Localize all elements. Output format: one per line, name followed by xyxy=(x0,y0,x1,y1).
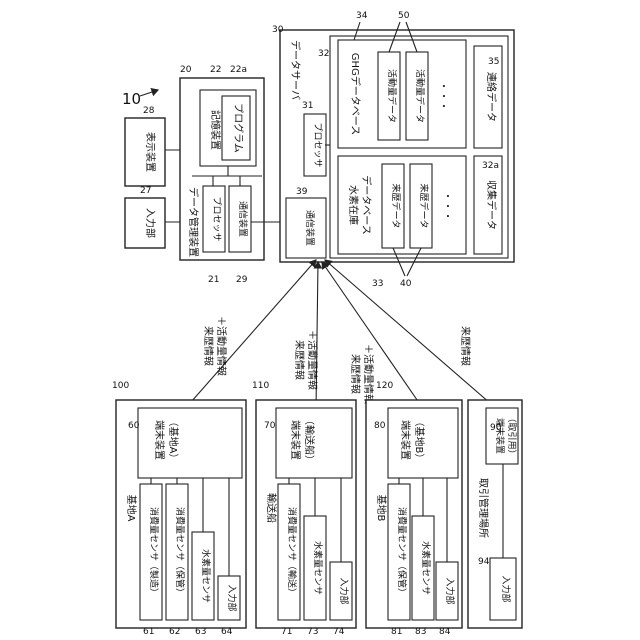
base-a-sensor-63-ref: 63 xyxy=(195,627,206,637)
terminal-a-label-2: （基地A） xyxy=(167,417,180,464)
figure-ref-10: 10 xyxy=(122,90,141,108)
activity-data-label-1: 活動量データ xyxy=(386,69,398,123)
server-comm-ref: 39 xyxy=(296,187,308,197)
hydrogen-database-label-2: データベース xyxy=(360,175,373,235)
activity-data-label-2: 活動量データ xyxy=(414,69,426,123)
terminal-ship-label-1: 端末装置 xyxy=(289,420,302,460)
trade-input-ref: 94 xyxy=(478,557,490,567)
data-management-ref: 20 xyxy=(180,65,192,75)
ship-ref: 110 xyxy=(252,381,269,391)
base-b-sensor-83-label: 水素量センサ xyxy=(420,541,432,595)
base-b-link-label-1: 来歴情報 xyxy=(349,354,362,394)
base-b-sensor-81-ref: 81 xyxy=(391,627,402,637)
activity-data-ellipsis: ・・・ xyxy=(437,81,448,111)
terminal-ship-ref: 70 xyxy=(264,421,276,431)
ship-input-ref: 74 xyxy=(333,627,345,637)
terminal-a-label-1: 端末装置 xyxy=(153,420,166,460)
ghg-database-label: GHGデータベース xyxy=(349,53,362,136)
base-a-sensor-61-ref: 61 xyxy=(143,627,154,637)
ship-sensor-73-label: 水素量センサ xyxy=(312,541,324,595)
base-a-input-label: 入力部 xyxy=(226,584,238,611)
trade-link-label: 来歴情報 xyxy=(459,326,472,366)
server-processor-label: プロセッサ xyxy=(312,122,323,167)
base-a-ref: 100 xyxy=(112,381,129,391)
base-a-sensor-61-label: 消費量センサ（製造） xyxy=(148,507,160,597)
history-data-label-2: 来歴データ xyxy=(418,183,430,228)
collected-data-label: 収集データ xyxy=(485,180,498,230)
trade-location-label: 取引管理場所 xyxy=(477,478,490,538)
terminal-b-ref: 80 xyxy=(374,421,386,431)
base-b-ref: 120 xyxy=(376,381,393,391)
program-label: プログラム xyxy=(232,103,245,153)
base-a-sensor-62-label: 消費量センサ（保管） xyxy=(174,507,186,597)
ship-input-label: 入力部 xyxy=(338,577,350,604)
dm-comm-ref: 29 xyxy=(236,275,248,285)
ship-link-label-2: ＋活動量情報 xyxy=(306,330,319,390)
contact-data-ref: 35 xyxy=(488,57,499,67)
base-b-input-ref: 84 xyxy=(439,627,451,637)
base-a-label: 基地A xyxy=(125,495,138,522)
ship-sensor-71-label: 消費量センサ（輸送） xyxy=(286,507,298,597)
ghg-database-ref: 34 xyxy=(356,11,368,21)
ship-sensor-73-ref: 73 xyxy=(307,627,318,637)
base-b-link-label-2: ＋活動量情報 xyxy=(362,344,375,404)
data-server-label: データサーバ xyxy=(289,40,302,100)
history-data-ellipsis: ・・・ xyxy=(441,191,452,221)
terminal-ship-label-2: （輸送船） xyxy=(303,415,316,465)
base-a-sensor-63-label: 水素量センサ xyxy=(200,549,212,603)
terminal-a-ref: 60 xyxy=(128,421,140,431)
dm-processor-label: プロセッサ xyxy=(211,196,222,241)
terminal-trade-ref: 90 xyxy=(490,423,502,433)
base-a-link-label-1: 来歴情報 xyxy=(202,326,215,366)
ship-link-label-1: 来歴情報 xyxy=(293,340,306,380)
base-b-sensor-83-ref: 83 xyxy=(415,627,426,637)
terminal-b-label-2: （基地B） xyxy=(413,417,426,464)
storage-ref: 22 xyxy=(210,65,221,75)
storage-label: 記憶装置 xyxy=(209,110,222,150)
hydrogen-database-label-1: 水素在庫 xyxy=(347,185,360,225)
ship-sensor-71-ref: 71 xyxy=(281,627,292,637)
contact-data-label: 連絡データ xyxy=(485,72,498,122)
base-a-link-label-2: ＋活動量情報 xyxy=(215,316,228,376)
collected-data-ref: 32a xyxy=(482,161,499,171)
program-ref: 22a xyxy=(230,65,247,75)
server-storage-ref: 32 xyxy=(318,49,329,59)
server-processor-ref: 31 xyxy=(302,101,313,111)
base-b-label: 基地B xyxy=(375,495,388,522)
trade-input-label: 入力部 xyxy=(500,575,512,602)
ship-label: 輸送船 xyxy=(265,493,278,523)
top-input-ref: 27 xyxy=(140,186,151,196)
base-b-sensor-81-label: 消費量センサ（保管） xyxy=(396,507,408,597)
data-server-ref: 30 xyxy=(272,25,284,35)
terminal-trade-label-2: （取引用） xyxy=(506,413,517,458)
history-data-ref: 40 xyxy=(400,279,412,289)
history-data-label-1: 来歴データ xyxy=(390,183,402,228)
server-comm-label: 通信装置 xyxy=(304,210,316,246)
terminal-b-label-1: 端末装置 xyxy=(399,420,412,460)
base-a-input-ref: 64 xyxy=(221,627,233,637)
figure-ref-arrow xyxy=(140,90,158,96)
display-device-label: 表示装置 xyxy=(144,132,157,172)
display-ref: 28 xyxy=(143,106,155,116)
top-input-label: 入力部 xyxy=(144,208,157,238)
dm-processor-ref: 21 xyxy=(208,275,219,285)
hydrogen-database-ref: 33 xyxy=(372,279,383,289)
base-a-sensor-62-ref: 62 xyxy=(169,627,180,637)
data-management-label: データ管理装置 xyxy=(187,187,200,257)
base-b-input-label: 入力部 xyxy=(444,577,456,604)
dm-comm-label: 通信装置 xyxy=(237,201,249,237)
activity-data-ref: 50 xyxy=(398,11,410,21)
